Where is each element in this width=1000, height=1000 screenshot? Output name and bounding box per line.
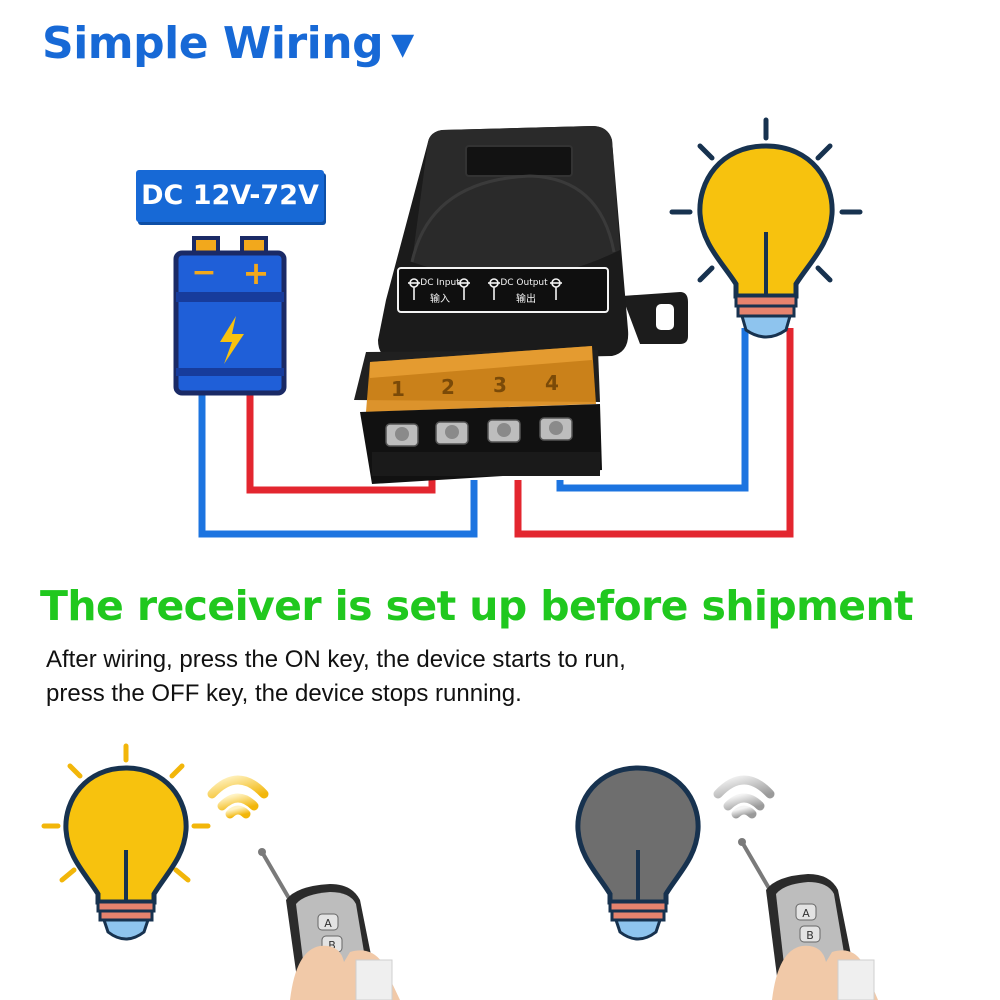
section-headline: The receiver is set up before shipment bbox=[40, 582, 914, 630]
on-off-illustration: A B A B bbox=[41, 743, 878, 1000]
signal-waves-on-icon bbox=[207, 775, 269, 819]
voltage-badge: DC 12V-72V bbox=[136, 170, 324, 222]
terminal-2: 2 bbox=[441, 375, 455, 399]
terminal-1: 1 bbox=[391, 377, 405, 401]
remote-on-button-a: A bbox=[324, 917, 332, 930]
down-arrow-icon: ▼ bbox=[391, 27, 414, 62]
terminal-3: 3 bbox=[493, 373, 507, 397]
terminal-numbers: 1 2 3 4 bbox=[391, 371, 559, 401]
input-label-cn: 输入 bbox=[430, 292, 450, 305]
wiring-diagram: − + DC Input 输入 DC Output 输出 1 bbox=[173, 117, 863, 538]
light-bulb-on-icon bbox=[669, 117, 863, 339]
terminal-4: 4 bbox=[545, 371, 559, 395]
battery-icon: − + bbox=[173, 236, 287, 396]
remote-control-off: A B bbox=[738, 838, 878, 1000]
remote-on-button-b: B bbox=[328, 939, 336, 952]
bulb-off-icon bbox=[575, 765, 701, 941]
page-title-text: Simple Wiring bbox=[42, 18, 384, 69]
output-label-en: DC Output bbox=[500, 278, 548, 288]
battery-minus: − bbox=[191, 255, 216, 290]
battery-positive-wire bbox=[246, 392, 436, 494]
remote-off-button-a: A bbox=[802, 907, 810, 920]
wires bbox=[198, 328, 794, 538]
battery-negative-wire bbox=[198, 392, 478, 538]
receiver-module: DC Input 输入 DC Output 输出 1 2 3 4 bbox=[354, 126, 688, 484]
output-label-cn: 输出 bbox=[516, 292, 536, 305]
lamp-positive-wire bbox=[514, 328, 794, 538]
input-label-en: DC Input bbox=[420, 278, 460, 288]
page-title: Simple Wiring▼ bbox=[42, 18, 414, 69]
remote-control-on: A B bbox=[258, 848, 400, 1000]
bulb-on-icon bbox=[41, 743, 211, 941]
description-line-2: press the OFF key, the device stops runn… bbox=[46, 680, 522, 707]
description-line-1: After wiring, press the ON key, the devi… bbox=[46, 646, 626, 673]
signal-waves-off-icon bbox=[713, 775, 775, 819]
remote-off-button-b: B bbox=[806, 929, 814, 942]
lamp-negative-wire bbox=[556, 328, 749, 492]
battery-plus: + bbox=[243, 254, 270, 292]
lightning-icon bbox=[220, 316, 244, 364]
